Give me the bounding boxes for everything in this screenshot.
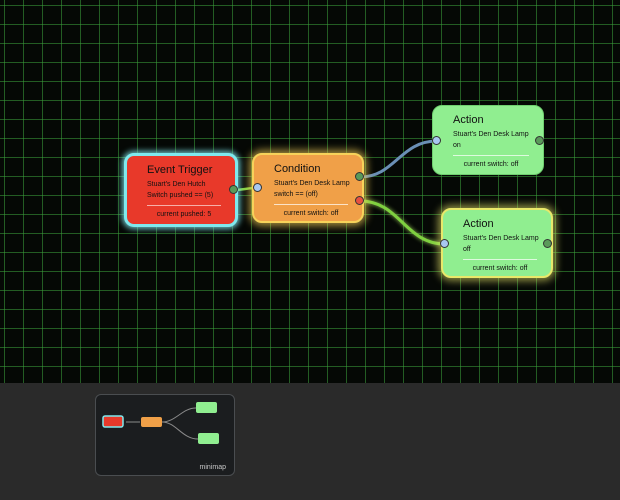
node-device: Stuart's Den Desk Lamp [453, 131, 529, 138]
node-divider [463, 259, 537, 260]
node-device: Stuart's Den Desk Lamp [463, 235, 539, 242]
event-trigger-node[interactable]: Event Trigger Stuart's Den Hutch Switch … [124, 153, 238, 227]
action-on-output-port[interactable] [535, 136, 544, 145]
condition-false-output-port[interactable] [355, 196, 364, 205]
node-condition-text: Switch pushed == (5) [147, 192, 214, 199]
minimap-action-on-node [196, 402, 217, 413]
node-title: Condition [274, 163, 321, 175]
node-condition-text: switch == (off) [274, 191, 318, 198]
minimap-action-off-node [198, 433, 219, 444]
action-off-input-port[interactable] [440, 239, 449, 248]
node-title: Action [463, 218, 494, 230]
node-status: current switch: off [463, 161, 519, 168]
minimap-trigger-node [102, 415, 124, 428]
minimap-label: minimap [199, 464, 226, 471]
flow-canvas[interactable]: Event Trigger Stuart's Den Hutch Switch … [0, 0, 620, 383]
minimap-condition-node [141, 417, 162, 427]
condition-node[interactable]: Condition Stuart's Den Desk Lamp switch … [252, 153, 364, 223]
bottom-panel [0, 383, 620, 500]
minimap[interactable]: minimap [95, 394, 235, 476]
node-device: Stuart's Den Desk Lamp [274, 180, 350, 187]
action-on-input-port[interactable] [432, 136, 441, 145]
action-off-node[interactable]: Action Stuart's Den Desk Lamp off curren… [441, 208, 553, 278]
wire-condition-true-to-action-on[interactable] [359, 139, 438, 179]
node-divider [453, 155, 529, 156]
node-status: current pushed: 5 [156, 211, 212, 218]
action-on-node[interactable]: Action Stuart's Den Desk Lamp on current… [432, 105, 544, 175]
node-divider [147, 205, 221, 206]
node-device: Stuart's Den Hutch [147, 181, 206, 188]
wire-condition-false-to-action-off[interactable] [359, 199, 446, 246]
condition-input-port[interactable] [253, 183, 262, 192]
node-divider [274, 204, 348, 205]
minimap-preview [102, 402, 219, 444]
node-status: current switch: off [472, 265, 528, 272]
minimap-wire-2 [161, 407, 197, 423]
node-status: current switch: off [283, 210, 339, 217]
node-title: Action [453, 114, 484, 126]
node-title: Event Trigger [147, 164, 213, 176]
action-off-output-port[interactable] [543, 239, 552, 248]
trigger-output-port[interactable] [229, 185, 238, 194]
minimap-wire-3 [161, 421, 199, 440]
node-command: off [463, 246, 471, 253]
condition-true-output-port[interactable] [355, 172, 364, 181]
node-command: on [453, 142, 461, 149]
